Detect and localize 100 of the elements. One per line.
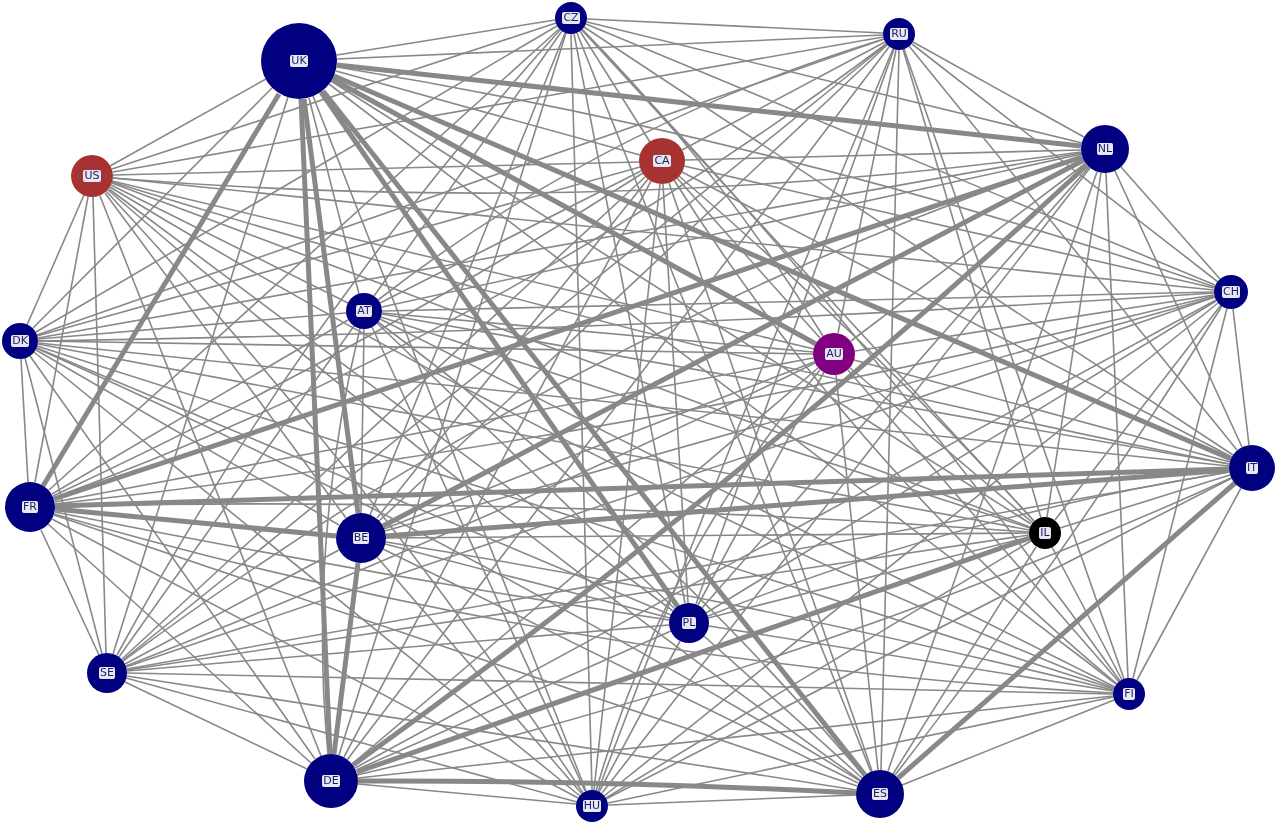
connection-line [850,162,1087,342]
node-label: ES [872,788,888,800]
connection-line [111,22,557,170]
connection-line [48,28,560,491]
country-circle [639,138,685,184]
connection-line [369,32,566,516]
connection-line [112,177,1215,291]
connection-line [107,189,861,781]
connection-line [52,172,644,497]
connection-line [336,34,884,60]
connection-line [381,153,1083,308]
node-label: CA [653,155,671,167]
connection-line [662,183,689,604]
node-label: SE [99,667,115,679]
connection-line [126,675,857,791]
connection-line [586,18,884,34]
connection-line [121,176,646,660]
connection-line [598,640,681,793]
node-label: AU [825,348,843,360]
connection-line [53,513,1114,694]
node-label: UK [290,55,308,67]
connection-line [581,28,824,337]
connection-line [357,783,577,805]
connection-line [108,188,674,612]
connection-line [125,296,1216,668]
connection-line [853,359,1231,463]
connection-line [605,540,1032,799]
connection-line [126,534,1030,671]
node-label: PL [681,617,697,629]
connection-line [37,343,1030,531]
connection-line [854,294,1215,352]
connection-line [36,345,1115,690]
country-circle [261,23,337,99]
connection-line [24,357,103,655]
connection-line [908,45,1238,451]
connection-line [1132,307,1228,679]
connection-line [681,41,886,151]
connection-line [53,154,1083,502]
connection-line [126,624,670,672]
connection-line [894,305,1223,776]
connection-line [837,49,897,334]
connection-line [695,48,895,605]
country-circle [813,333,855,375]
connection-line [99,195,322,757]
connection-line [37,340,814,355]
connection-line [379,318,1116,688]
connection-line [1054,304,1222,521]
connection-line [676,177,821,339]
connection-line [111,180,815,350]
connection-line [579,30,651,143]
connection-line [603,302,1219,797]
connection-line [54,357,814,503]
connection-line [607,794,857,806]
connection-line [358,778,857,796]
connection-line [109,78,267,167]
connection-line [125,362,816,667]
connection-line [382,548,859,784]
connection-line [35,349,340,526]
connection-line [54,511,670,621]
connection-line [20,358,29,483]
node-label: DE [322,775,340,787]
node-label: NL [1096,143,1114,155]
connection-line [586,21,1083,144]
node-label: HU [582,800,602,812]
node-label: IL [1039,527,1051,539]
connection-line [376,556,583,795]
connection-line [336,19,556,56]
connection-line [581,29,1121,682]
connection-line [902,48,1042,519]
connection-line [298,98,333,755]
country-circle [304,754,358,808]
connection-line [51,518,579,799]
connection-line [605,477,1233,800]
connection-line [331,562,361,755]
connection-line [1046,172,1102,518]
node-label: FI [1123,688,1135,700]
connection-line [903,48,1125,680]
node-label: BE [352,532,370,544]
connection-line [381,312,814,353]
connection-line [47,523,312,764]
connection-line [36,38,885,336]
connection-line [385,532,1030,539]
connection-line [336,62,1082,149]
connection-line [29,355,316,760]
connection-line [1232,308,1250,446]
country-circle [555,2,587,34]
country-circle [1081,125,1129,173]
connection-line [678,175,1035,522]
connection-line [40,92,282,488]
connection-line [330,80,1032,525]
country-circle [336,513,386,563]
connection-line [373,30,563,297]
connection-line [595,369,821,792]
connection-line [1114,170,1243,448]
connection-line [112,161,640,176]
connection-line [111,182,1031,528]
connection-line [708,625,1114,692]
country-circle [883,18,915,50]
connection-line [351,367,819,765]
country-circle [1214,275,1248,309]
